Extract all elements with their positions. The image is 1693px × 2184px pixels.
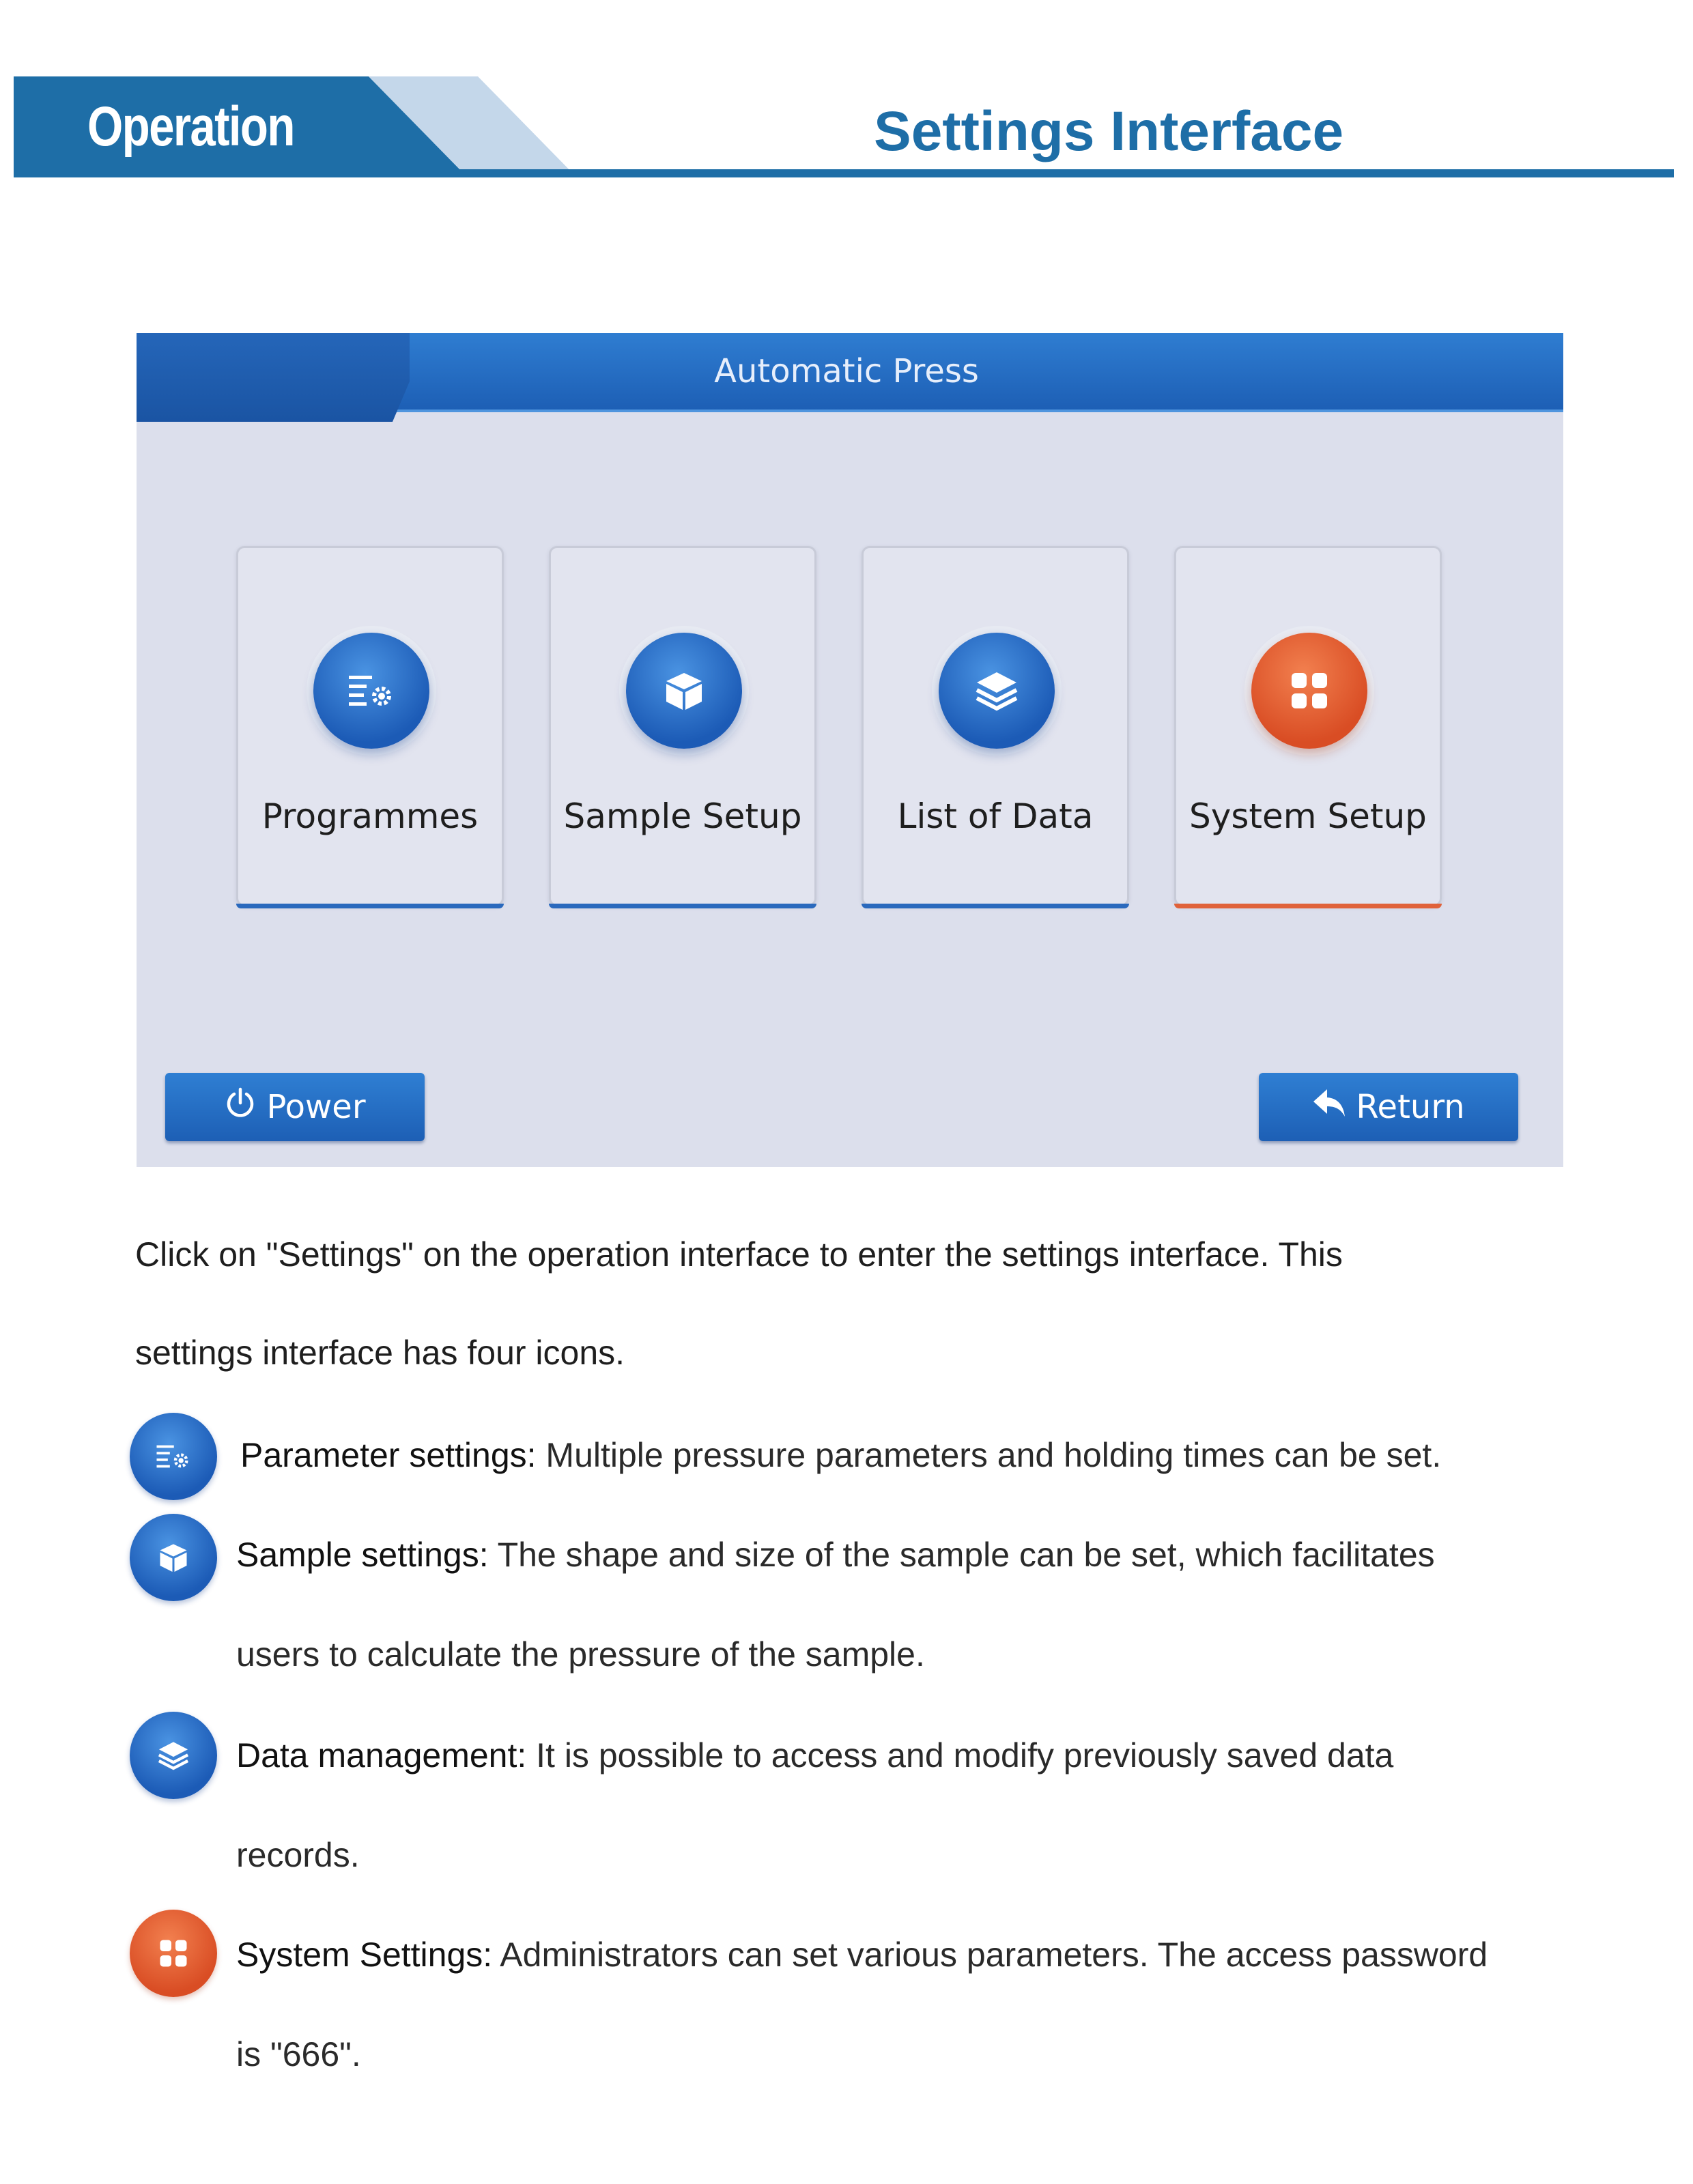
item-text: It is possible to access and modify prev… [526,1736,1394,1774]
header-rule [14,169,1674,177]
item-system-settings: System Settings: Administrators can set … [236,1933,1488,1977]
list-settings-icon [313,633,429,749]
item-title: Data management: [236,1736,527,1774]
return-button[interactable]: Return [1259,1073,1518,1141]
system-setup-label: System Setup [1189,796,1427,836]
item-data-management: Data management: It is possible to acces… [236,1734,1393,1777]
power-icon [224,1087,257,1127]
device-screen: Automatic Press Programmes Sample Setup [137,333,1563,1167]
item-title: Sample settings: [236,1536,489,1574]
item-sample-settings: Sample settings: The shape and size of t… [236,1533,1435,1577]
item-title: System Settings: [236,1936,493,1974]
device-title-bar-tab [137,333,410,422]
item-title: Parameter settings: [240,1436,537,1474]
return-icon [1312,1088,1346,1126]
intro-line-2: settings interface has four icons. [135,1334,625,1372]
item-system-settings-cont: is "666". [236,2035,361,2073]
sample-setup-label: Sample Setup [563,796,802,836]
item-data-management-cont: records. [236,1836,360,1874]
system-setup-card[interactable]: System Setup [1174,546,1442,908]
power-label: Power [266,1088,366,1126]
item-text: Administrators can set various parameter… [492,1936,1488,1974]
item-sample-settings-cont: users to calculate the pressure of the s… [236,1635,925,1673]
programmes-card[interactable]: Programmes [236,546,504,908]
power-button[interactable]: Power [165,1073,425,1141]
list-of-data-card[interactable]: List of Data [862,546,1129,908]
item-parameter-settings: Parameter settings: Multiple pressure pa… [240,1433,1441,1477]
grid-four-icon [130,1910,217,1997]
item-text: Multiple pressure parameters and holding… [536,1436,1442,1474]
section-label: Operation [87,96,295,158]
list-settings-icon [130,1413,217,1500]
page-title: Settings Interface [874,100,1344,162]
cube-icon [130,1514,217,1601]
cube-icon [626,633,742,749]
layers-icon [939,633,1055,749]
list-of-data-label: List of Data [897,796,1094,836]
layers-icon [130,1712,217,1799]
programmes-label: Programmes [261,796,479,836]
sample-setup-card[interactable]: Sample Setup [549,546,816,908]
grid-four-icon [1251,633,1367,749]
item-text: The shape and size of the sample can be … [488,1536,1435,1574]
return-label: Return [1356,1088,1465,1126]
intro-line-1: Click on "Settings" on the operation int… [135,1235,1343,1274]
